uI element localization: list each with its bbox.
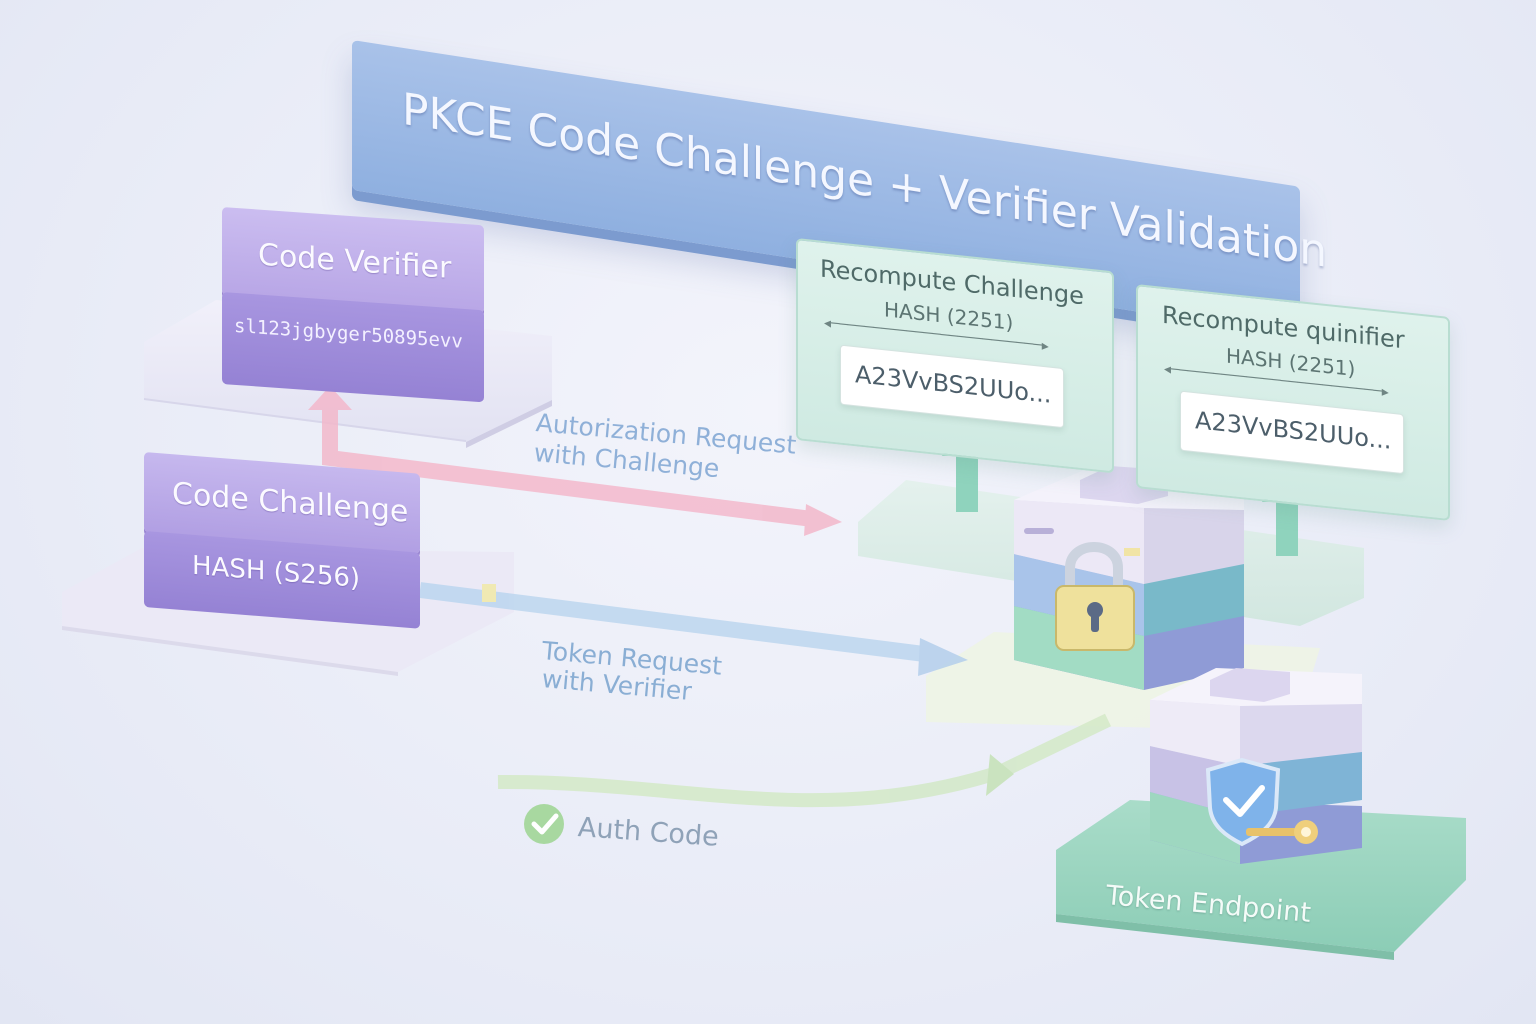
recompute-challenge-value: A23VvBS2UUo...	[855, 360, 1052, 409]
lock-icon	[1055, 542, 1135, 651]
authorization-request-arrow	[308, 386, 842, 536]
authorization-server	[1014, 466, 1244, 690]
code-verifier-value-block: sl123jgbyger50895evv	[222, 292, 484, 403]
auth-code-arrow	[497, 713, 1112, 808]
recompute-challenge-value-box: A23VvBS2UUo...	[840, 344, 1064, 429]
check-circle-icon	[524, 804, 564, 844]
code-challenge-method: HASH (S256)	[192, 550, 361, 595]
recompute-verifier-title: Recompute quinifier	[1162, 300, 1405, 355]
recompute-verifier-panel: Recompute quinifier HASH (2251) ◂───────…	[1136, 284, 1450, 522]
key-icon	[1246, 820, 1318, 844]
code-verifier-value: sl123jgbyger50895evv	[234, 314, 463, 353]
code-verifier-label: Code Verifier	[258, 237, 452, 287]
recompute-verifier-value-box: A23VvBS2UUo...	[1180, 390, 1404, 475]
recompute-verifier-value: A23VvBS2UUo...	[1195, 406, 1392, 455]
shield-check-icon	[1205, 757, 1281, 847]
code-challenge-label: Code Challenge	[172, 476, 409, 530]
recompute-challenge-panel: Recompute Challenge HASH (2251) ◂───────…	[796, 238, 1114, 474]
token-request-arrow	[418, 582, 968, 676]
